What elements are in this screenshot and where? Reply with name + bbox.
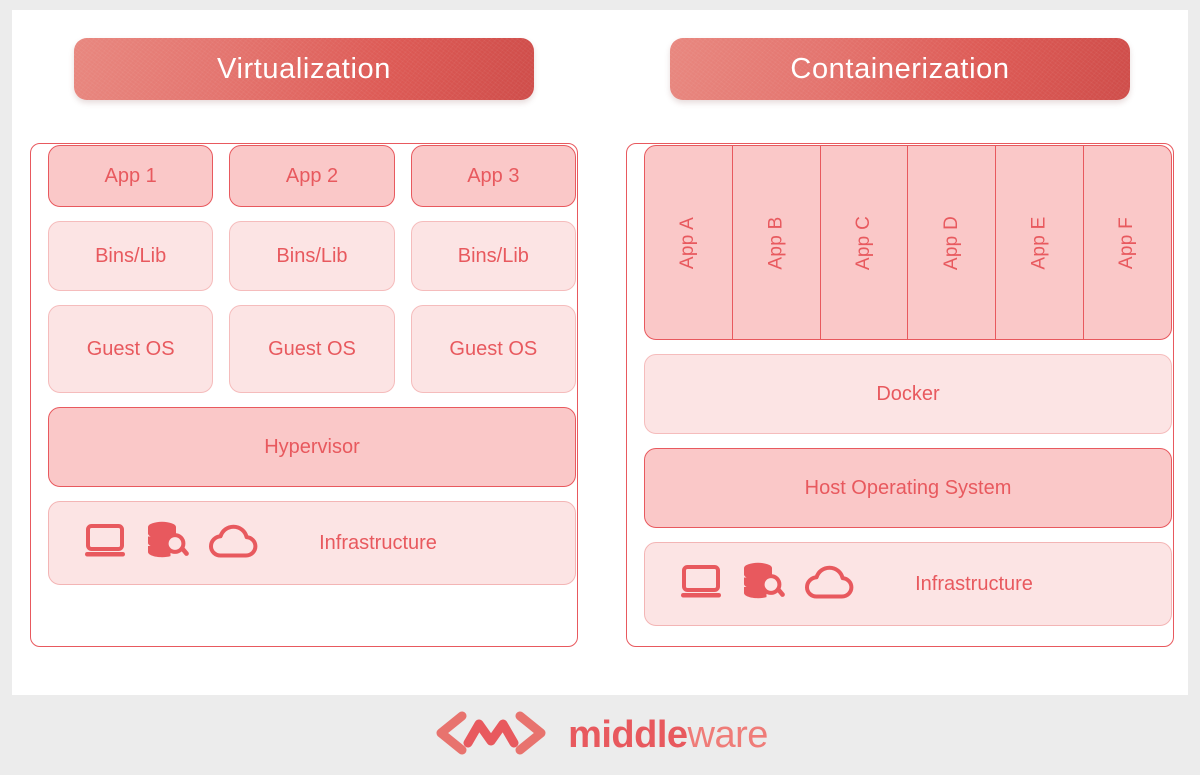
middleware-logo-icon (432, 710, 550, 761)
cloud-icon (207, 523, 259, 564)
hypervisor-box[interactable]: Hypervisor (48, 407, 576, 487)
infrastructure-label: Infrastructure (915, 572, 1033, 595)
infrastructure-label: Infrastructure (319, 531, 437, 554)
guest-os-box[interactable]: Guest OS (48, 305, 214, 393)
diagram-card: Virtualization App 1 App 2 App 3 Bins/Li… (12, 10, 1188, 695)
columns-wrapper: Virtualization App 1 App 2 App 3 Bins/Li… (12, 10, 1188, 695)
laptop-icon (83, 523, 127, 564)
banner-containerization: Containerization (670, 38, 1130, 100)
brand-name-light: ware (687, 714, 769, 756)
banner-title-virtualization: Virtualization (217, 52, 391, 85)
host-os-box[interactable]: Host Operating System (644, 448, 1172, 528)
infrastructure-icons (679, 562, 855, 607)
banner-title-containerization: Containerization (790, 52, 1010, 85)
docker-box[interactable]: Docker (644, 354, 1172, 434)
app-box[interactable]: App 1 (48, 145, 214, 207)
container-app-cell[interactable]: App D (908, 146, 997, 339)
infrastructure-row-containerization[interactable]: Infrastructure (644, 542, 1172, 626)
bins-lib-row: Bins/Lib Bins/Lib Bins/Lib (48, 221, 576, 291)
host-os-row: Host Operating System (644, 448, 1172, 528)
container-app-cell[interactable]: App A (645, 146, 733, 339)
hypervisor-row: Hypervisor (48, 407, 576, 487)
virtualization-stack-inner: App 1 App 2 App 3 Bins/Lib Bins/Lib Bins… (48, 145, 576, 645)
database-search-icon (741, 562, 785, 607)
footer: middleware (0, 695, 1200, 775)
container-app-label: App D (940, 215, 962, 270)
column-virtualization: Virtualization App 1 App 2 App 3 Bins/Li… (30, 38, 578, 658)
brand-name: middleware (568, 716, 768, 754)
infrastructure-icons (83, 521, 259, 566)
column-containerization: Containerization App A App B (626, 38, 1174, 658)
apps-row: App 1 App 2 App 3 (48, 145, 576, 207)
guest-os-box[interactable]: Guest OS (229, 305, 395, 393)
bins-lib-box[interactable]: Bins/Lib (410, 221, 576, 291)
container-app-label: App E (1028, 215, 1050, 270)
container-app-label: App B (765, 215, 787, 270)
containerization-stack: App A App B App C App D (626, 143, 1174, 647)
banner-virtualization: Virtualization (74, 38, 534, 100)
guest-os-box[interactable]: Guest OS (410, 305, 576, 393)
container-app-label: App A (677, 216, 699, 269)
container-app-cell[interactable]: App F (1084, 146, 1171, 339)
app-box[interactable]: App 2 (229, 145, 395, 207)
container-app-cell[interactable]: App B (733, 146, 821, 339)
database-search-icon (145, 521, 189, 566)
infrastructure-row-virtualization[interactable]: Infrastructure (48, 501, 576, 585)
laptop-icon (679, 564, 723, 605)
docker-row: Docker (644, 354, 1172, 434)
brand-name-bold: middle (568, 714, 688, 756)
cloud-icon (803, 564, 855, 605)
guest-os-row: Guest OS Guest OS Guest OS (48, 305, 576, 393)
bins-lib-box[interactable]: Bins/Lib (48, 221, 214, 291)
containers-strip: App A App B App C App D (644, 145, 1172, 340)
container-app-label: App C (853, 215, 875, 270)
container-app-cell[interactable]: App E (996, 146, 1085, 339)
containerization-stack-inner: App A App B App C App D (644, 145, 1172, 645)
container-app-cell[interactable]: App C (821, 146, 909, 339)
app-box[interactable]: App 3 (410, 145, 576, 207)
bins-lib-box[interactable]: Bins/Lib (229, 221, 395, 291)
container-app-label: App F (1116, 216, 1138, 269)
virtualization-stack: App 1 App 2 App 3 Bins/Lib Bins/Lib Bins… (30, 143, 578, 647)
